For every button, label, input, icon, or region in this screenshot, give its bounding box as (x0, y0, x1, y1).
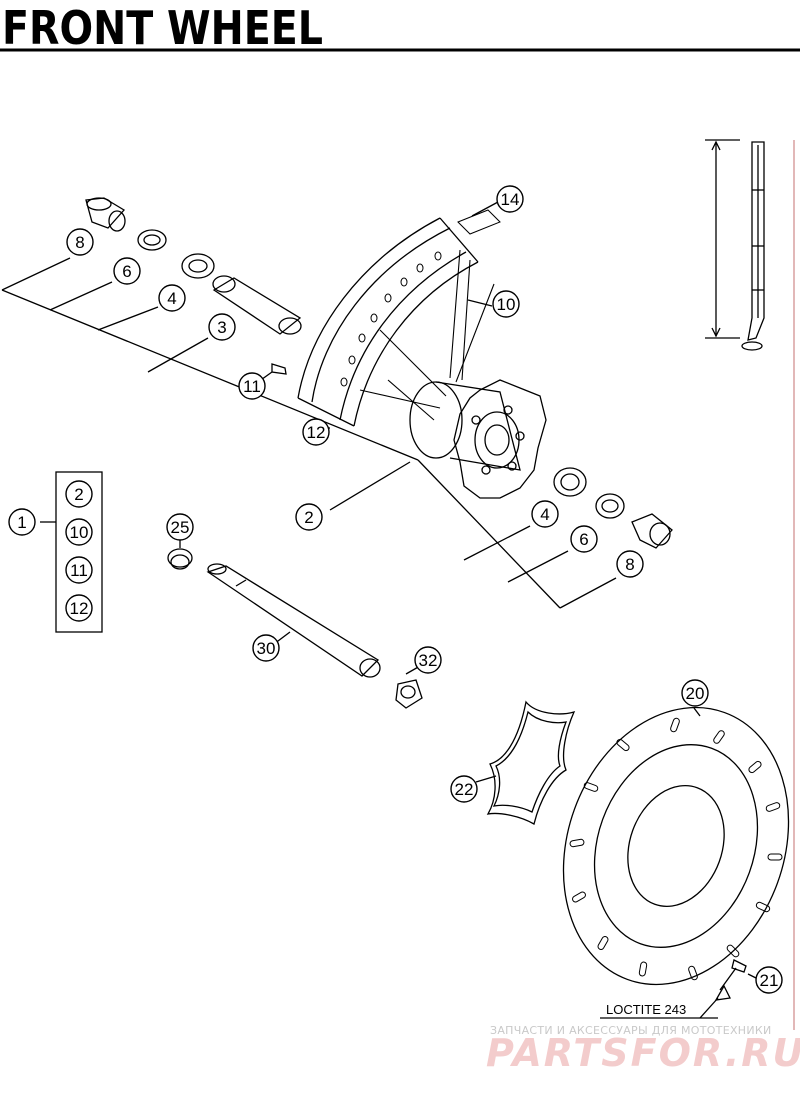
callout-21: 21 (760, 971, 779, 990)
axle-nut (395, 679, 423, 709)
kit-item-2: 10 (70, 523, 89, 542)
callout-10: 10 (497, 295, 516, 314)
brake-disc-spacer (486, 700, 576, 825)
spokes (359, 249, 495, 421)
callout-14: 14 (501, 190, 520, 209)
kit-item-4: 12 (70, 599, 89, 618)
hub (409, 379, 547, 499)
callout-3: 3 (217, 318, 226, 337)
seal-top (137, 229, 167, 251)
callout-4-top: 4 (167, 289, 176, 308)
spacer-top (85, 197, 126, 232)
callout-1: 1 (17, 513, 26, 532)
callout-20: 20 (686, 684, 705, 703)
brake-disc (562, 706, 790, 986)
callout-4-bottom: 4 (540, 505, 549, 524)
watermark-logo: PARTSFOR.RU (486, 1031, 800, 1075)
callout-6-top: 6 (122, 262, 131, 281)
loctite-note: LOCTITE 243 (606, 1002, 686, 1017)
kit-item-1: 2 (74, 485, 83, 504)
leader-lines-left (1, 257, 617, 609)
callout-11: 11 (243, 377, 261, 396)
callout-12: 12 (307, 423, 326, 442)
spacer-bottom (631, 513, 673, 549)
spoke-reference (705, 139, 765, 351)
spoke-nipple (271, 363, 287, 375)
rim (297, 217, 479, 427)
callout-32: 32 (419, 651, 438, 670)
reflector-label (457, 209, 501, 235)
callout-30: 30 (257, 639, 276, 658)
axle (206, 563, 381, 678)
collar-25 (167, 548, 193, 570)
bearing-bottom (553, 467, 587, 497)
bearing-top (181, 253, 215, 279)
seal-bottom (595, 493, 625, 519)
kit-item-3: 11 (70, 561, 88, 580)
kit-bracket (40, 471, 103, 633)
spacer-tube (212, 275, 302, 335)
callout-6-bottom: 6 (579, 530, 588, 549)
callout-22: 22 (455, 780, 474, 799)
callout-8-top: 8 (75, 233, 84, 252)
callout-2: 2 (304, 508, 313, 527)
callout-8-bottom: 8 (625, 555, 634, 574)
callout-25: 25 (171, 518, 190, 537)
page-title: FRONT WHEEL (2, 1, 323, 55)
watermark-tagline: ЗАПЧАСТИ И АКСЕССУАРЫ ДЛЯ МОТОТЕХНИКИ (490, 1024, 772, 1037)
disc-bolt (714, 959, 747, 1001)
